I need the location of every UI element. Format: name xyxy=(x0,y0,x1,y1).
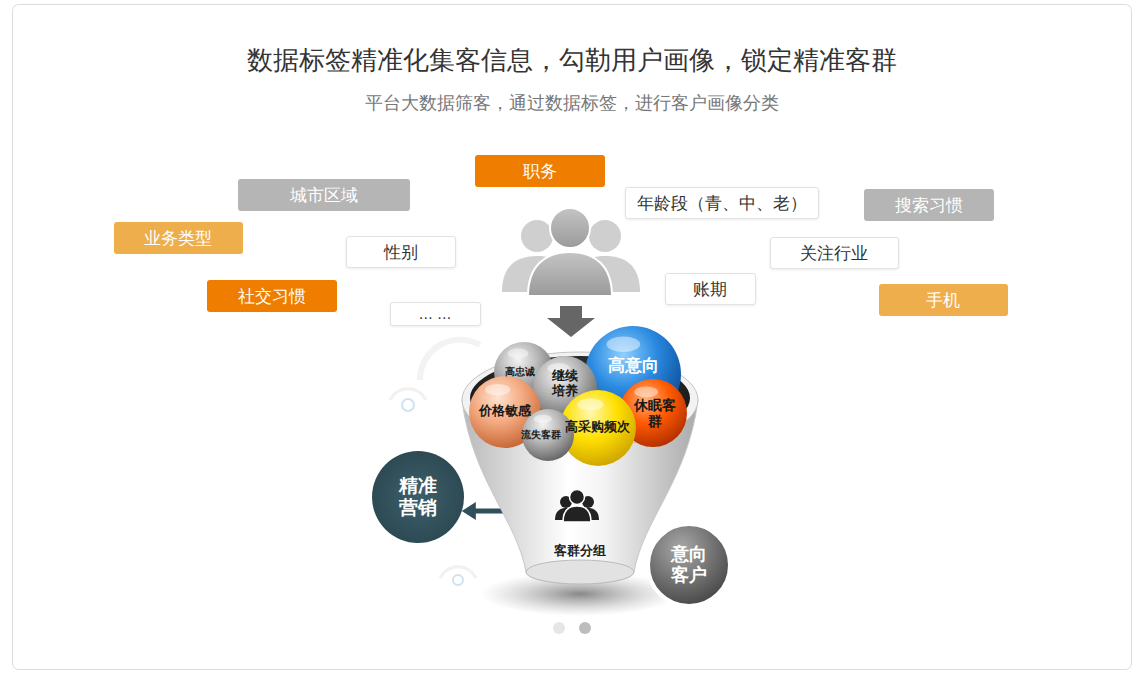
marketing-circle: 精准营销 xyxy=(372,451,464,543)
tag-box: 城市区域 xyxy=(238,179,410,211)
tag-box: 关注行业 xyxy=(770,237,899,269)
sphere-text: 精准营销 xyxy=(398,475,438,519)
tag-box: … … xyxy=(390,302,481,326)
arrow-head xyxy=(462,502,476,520)
sphere-text: 高忠诚 xyxy=(505,366,535,378)
tag-text: 业务类型 xyxy=(144,227,212,250)
tag-box: 搜索习惯 xyxy=(864,189,994,221)
tag-box: 性别 xyxy=(346,236,456,268)
title-wrap: 数据标签精准化集客信息，勾勒用户画像，锁定精准客群 xyxy=(0,43,1144,77)
funnel-text: 客群分组 xyxy=(462,542,698,559)
tag-text: 搜索习惯 xyxy=(895,194,963,217)
intent-circle: 意向客户 xyxy=(645,521,733,609)
tag-text: … … xyxy=(419,306,451,322)
tag-text: 社交习惯 xyxy=(238,285,306,308)
tag-text: 职务 xyxy=(523,160,557,183)
sphere-text: 高采购频次 xyxy=(565,420,630,435)
tag-text: 性别 xyxy=(384,241,418,264)
tag-box: 手机 xyxy=(879,284,1008,316)
carousel-dot xyxy=(579,622,591,634)
sphere-text: 高意向 xyxy=(608,356,659,376)
down-arrow xyxy=(547,306,595,337)
carousel-dot xyxy=(553,622,565,634)
tag-text: 手机 xyxy=(926,289,960,312)
sphere-text: 继续培养 xyxy=(551,369,578,399)
sphere-text: 价格敏感 xyxy=(479,404,531,419)
people-icon xyxy=(502,208,640,296)
tag-box: 业务类型 xyxy=(114,222,243,254)
connector xyxy=(462,502,503,520)
tag-box: 职务 xyxy=(475,155,605,187)
title-text: 数据标签精准化集客信息，勾勒用户画像，锁定精准客群 xyxy=(0,43,1144,77)
tag-text: 关注行业 xyxy=(800,242,868,265)
caption-wrap: 平台大数据筛客，通过数据标签，进行客户画像分类 xyxy=(0,91,1144,115)
sphere-text: 流失客群 xyxy=(521,429,561,441)
segment-sphere: 高采购频次 xyxy=(560,390,636,466)
tag-box: 年龄段（青、中、老） xyxy=(625,187,819,219)
caption-text: 平台大数据筛客，通过数据标签，进行客户画像分类 xyxy=(0,91,1144,115)
sphere-text: 休眠客群 xyxy=(633,397,677,429)
connector-line xyxy=(474,509,503,514)
tag-box: 账期 xyxy=(665,273,756,305)
tag-text: 城市区域 xyxy=(290,184,358,207)
tag-text: 年龄段（青、中、老） xyxy=(637,192,807,215)
funnel-shape: 客群分组 高意向高忠诚 继续培养休眠客群 价格敏感高采购频次流失客群 xyxy=(462,340,698,590)
sphere-text: 意向客户 xyxy=(670,544,708,585)
tag-box: 社交习惯 xyxy=(207,280,337,312)
tag-text: 账期 xyxy=(693,278,727,301)
